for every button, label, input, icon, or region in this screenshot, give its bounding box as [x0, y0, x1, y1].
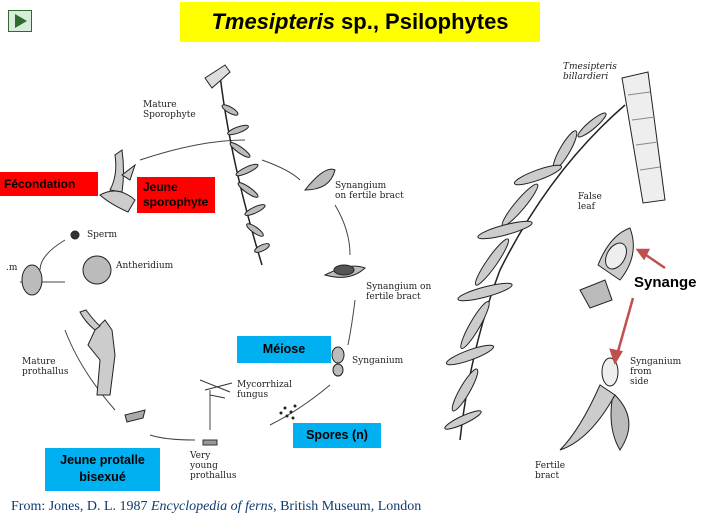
label-line: on fertile bract [335, 191, 404, 201]
jeune-protalle-label: Jeune protalle bisexué [45, 448, 160, 491]
synange-arrows [609, 248, 666, 365]
label-line: prothallus [22, 367, 69, 377]
label-line: young [190, 461, 218, 471]
label-line: bract [535, 471, 560, 481]
mature-prothallus-label: Mature prothallus [22, 357, 68, 377]
synangium-label: Synganium [352, 356, 404, 366]
cycle-arrow [269, 384, 331, 426]
cycle-arrow [149, 434, 196, 441]
label-line: fungus [237, 390, 269, 400]
synangium-bract-label: Synangium on fertile bract [335, 181, 404, 201]
species-label: Tmesipteris billardieri [563, 62, 617, 82]
cycle-arrow [261, 159, 301, 181]
label-line: Synganium [630, 357, 682, 367]
cycle-arrow [139, 139, 246, 161]
synange-arrow-side [615, 297, 635, 356]
slide-title: Tmesipteris sp., Psilophytes [180, 2, 540, 42]
synange-label: Synange [634, 274, 697, 291]
false-leaf-label: False leaf [578, 192, 602, 212]
label-line: billardieri [563, 72, 609, 82]
title-rest: sp., Psilophytes [334, 9, 509, 34]
credit-suffix: , British Museum, London [273, 499, 422, 514]
credit-prefix: From: Jones, D. L. 1987 [11, 499, 151, 514]
label-line: Synangium on [366, 282, 432, 292]
label-line: leaf [578, 202, 595, 212]
fecondation-label: Fécondation [0, 172, 98, 196]
label-line: Mycorrhizal [237, 380, 293, 390]
play-button[interactable] [8, 10, 32, 32]
cycle-arrow [64, 329, 116, 411]
fertile-bract-label: Fertile bract [535, 461, 565, 481]
cycle-arrow [347, 299, 356, 346]
title-genus: Tmesipteris [211, 9, 335, 34]
jeune-sporophyte-line1: Jeune [143, 180, 178, 194]
archegonium-label: .m [6, 263, 18, 273]
jeune-sporophyte-label: Jeune sporophyte [137, 177, 215, 213]
label-line: Synangium [335, 181, 387, 191]
arrowhead [609, 348, 623, 365]
play-triangle-icon [15, 14, 27, 28]
jeune-protalle-line2: bisexué [79, 470, 126, 484]
label-line: from [630, 367, 652, 377]
very-young-prothallus-label: Very young prothallus [190, 451, 236, 481]
label-line: Sporophyte [143, 110, 196, 120]
mycorrhizal-label: Mycorrhizal fungus [237, 380, 292, 400]
source-credit: From: Jones, D. L. 1987 Encyclopedia of … [11, 499, 421, 515]
synangium-side-label: Synganium from side [630, 357, 681, 387]
label-line: fertile bract [366, 292, 421, 302]
label-line: side [630, 377, 649, 387]
antheridium-label: Antheridium [116, 261, 174, 271]
jeune-protalle-line1: Jeune protalle [60, 453, 145, 467]
sperm-label: Sperm [87, 230, 118, 240]
label-line: Fertile [535, 461, 566, 471]
label-line: Very [190, 451, 211, 461]
mature-sporophyte-label: Mature Sporophyte [143, 100, 196, 120]
cycle-arrow [39, 239, 66, 271]
label-line: Mature [143, 100, 177, 110]
cycle-arrow [334, 204, 351, 256]
jeune-sporophyte-line2: sporophyte [143, 195, 209, 209]
credit-book: Encyclopedia of ferns [151, 499, 274, 514]
arrowhead [635, 248, 651, 261]
synangium-bract2-label: Synangium on fertile bract [366, 282, 431, 302]
label-line: prothallus [190, 471, 237, 481]
label-line: Mature [22, 357, 56, 367]
label-line: False [578, 192, 602, 202]
synange-arrow-top [642, 251, 666, 270]
label-line: Tmesipteris [563, 62, 617, 72]
meiose-label: Méiose [237, 336, 331, 363]
spores-label: Spores (n) [293, 423, 381, 448]
